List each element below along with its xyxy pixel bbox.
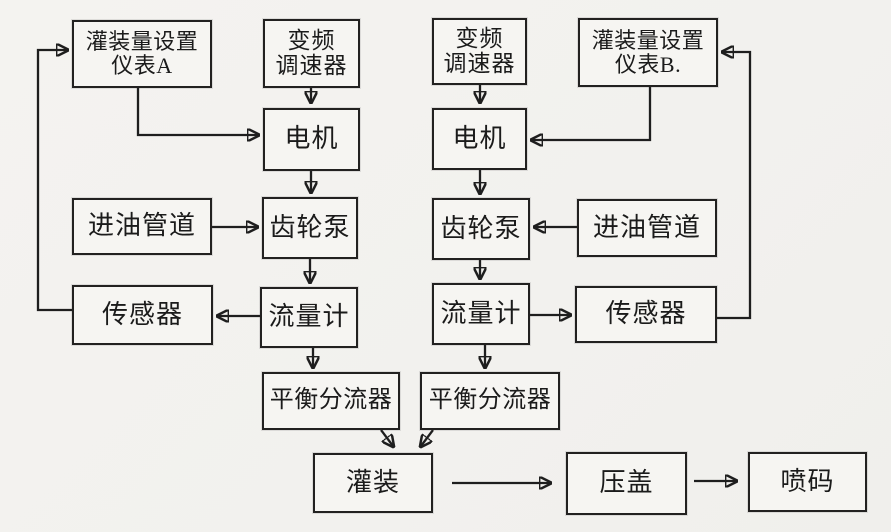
node-oil-pipe-left: 进油管道	[72, 198, 212, 255]
node-capping: 压盖	[566, 452, 687, 515]
edge-splitter-right-to-filling	[421, 429, 434, 446]
node-motor-right: 电机	[432, 108, 527, 170]
edge-instrument-a-to-motor-left	[136, 88, 258, 135]
node-flow-meter-left: 流量计	[260, 287, 358, 348]
node-splitter-left: 平衡分流器	[262, 372, 400, 430]
node-instrument-a: 灌装量设置 仪表A	[72, 20, 212, 88]
node-coding: 喷码	[748, 452, 867, 512]
node-motor-left: 电机	[263, 108, 360, 171]
node-sensor-left: 传感器	[72, 285, 213, 345]
node-sensor-right: 传感器	[575, 286, 717, 343]
edge-instrument-b-to-motor-right	[532, 87, 652, 140]
edge-splitter-left-to-filling	[380, 429, 393, 446]
node-gear-pump-left: 齿轮泵	[262, 197, 358, 259]
node-gear-pump-right: 齿轮泵	[432, 198, 530, 260]
node-vfd-left: 变频 调速器	[263, 19, 360, 88]
node-vfd-right: 变频 调速器	[432, 18, 527, 85]
edge-sensor-right-to-instrument-b	[717, 52, 752, 320]
edge-sensor-left-to-instrument-a	[36, 50, 72, 312]
node-filling: 灌装	[313, 453, 433, 513]
node-oil-pipe-right: 进油管道	[577, 199, 717, 257]
node-flow-meter-right: 流量计	[432, 283, 530, 345]
node-splitter-right: 平衡分流器	[420, 372, 560, 430]
node-instrument-b: 灌装量设置 仪表B.	[578, 18, 718, 87]
